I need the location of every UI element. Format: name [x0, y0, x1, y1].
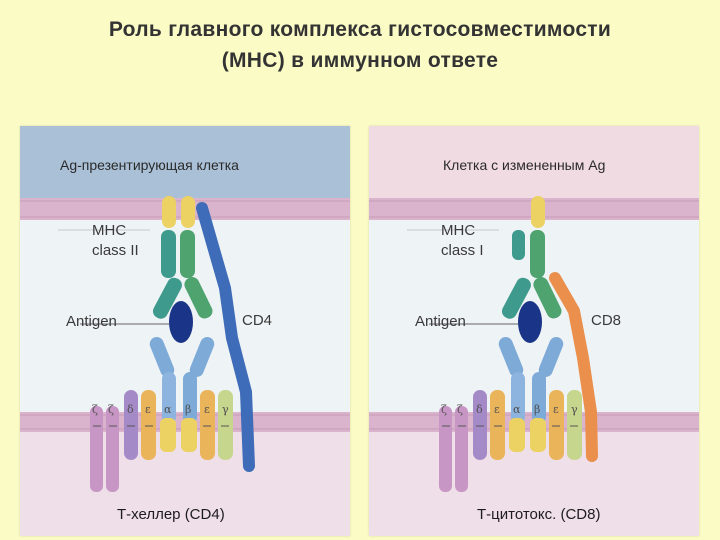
- cd3-gamma-chain: [567, 390, 582, 460]
- apc-cell-body: [20, 126, 350, 198]
- beta-chain-label: β: [185, 403, 192, 416]
- cytotoxic-t-cell-panel: Клетка с измененным Ag MHC class I Antig…: [369, 126, 699, 536]
- cd3-delta-chain: [124, 390, 138, 460]
- zeta-chain-1: [439, 406, 452, 492]
- zeta-chain-2-label: ζ: [457, 403, 463, 416]
- cd3-delta-chain: [473, 390, 487, 460]
- mhc2-alpha1-domain: [152, 277, 182, 319]
- cd3-epsilon-chain-1: [490, 390, 505, 460]
- epsilon-chain-1-label: ε: [145, 403, 151, 416]
- tcr-beta-tm: [530, 418, 546, 452]
- tcr-beta-c: [183, 372, 197, 424]
- t-cytotoxic-label: Т-цитотокс. (CD8): [477, 506, 601, 523]
- title-line-2: (МНС) в иммунном ответе: [221, 49, 499, 72]
- mhc2-beta1-domain: [184, 277, 213, 319]
- epsilon-chain-2-label: ε: [204, 403, 210, 416]
- zeta-chain-1-label: ζ: [92, 403, 98, 416]
- beta-chain-label: β: [534, 403, 541, 416]
- mhc1-diagram: [369, 126, 699, 536]
- delta-chain-label: δ: [476, 403, 483, 416]
- mhc2-diagram: [20, 126, 350, 536]
- tcr-beta-v: [189, 337, 215, 377]
- tcr-alpha-v: [498, 337, 524, 377]
- title-line-1: Роль главного комплекса гистосовместимос…: [108, 18, 612, 41]
- mhc-label-line-2: class II: [92, 242, 139, 259]
- mhc-label-line-1: MHC: [441, 222, 476, 239]
- zeta-chain-2-label: ζ: [108, 403, 114, 416]
- cd3-epsilon-chain-2: [200, 390, 215, 460]
- tcr-alpha-tm: [160, 418, 176, 452]
- mhc-label-line-2: class I: [441, 242, 484, 259]
- zeta-chain-2: [455, 406, 468, 492]
- t-helper-label: Т-хеллер (CD4): [117, 506, 225, 523]
- epsilon-chain-2-label: ε: [553, 403, 559, 416]
- mhc-class-label: MHC class II: [92, 221, 139, 261]
- tcr-beta-c: [532, 372, 546, 424]
- beta2-microglobulin: [512, 230, 525, 260]
- alpha-chain-label: α: [164, 403, 172, 416]
- zeta-chain-1-label: ζ: [441, 403, 447, 416]
- mhc1-alpha2-domain: [533, 277, 562, 319]
- tcr-alpha-c: [511, 372, 525, 424]
- cd8-coreceptor: [549, 272, 598, 462]
- target-cell-body: [369, 126, 699, 198]
- gamma-chain-label: γ: [222, 403, 229, 416]
- apc-cell-label: Ag-презентирующая клетка: [60, 157, 239, 173]
- mhc-label-line-1: MHC: [92, 222, 127, 239]
- tcr-alpha-v: [149, 337, 175, 377]
- cd4-label: CD4: [242, 312, 273, 329]
- mhc-beta-tm: [181, 196, 195, 228]
- delta-chain-label: δ: [127, 403, 134, 416]
- cd8-label: CD8: [591, 312, 622, 329]
- mhc1-tm: [531, 196, 545, 228]
- slide-title: Роль главного комплекса гистосовместимос…: [0, 14, 720, 76]
- tcr-beta-tm: [181, 418, 197, 452]
- mhc1-alpha3-domain: [530, 230, 545, 278]
- alpha-chain-label: α: [513, 403, 521, 416]
- antigen-label: Antigen: [415, 313, 466, 330]
- tcr-beta-v: [538, 337, 564, 377]
- cd3-epsilon-chain-1: [141, 390, 156, 460]
- epsilon-chain-1-label: ε: [494, 403, 500, 416]
- antigen-peptide: [518, 301, 542, 343]
- cd3-epsilon-chain-2: [549, 390, 564, 460]
- cd3-gamma-chain: [218, 390, 233, 460]
- cd4-coreceptor: [196, 202, 255, 472]
- mhc1-alpha1-domain: [501, 277, 531, 319]
- zeta-chain-2: [106, 406, 119, 492]
- antigen-label: Antigen: [66, 313, 117, 330]
- tcr-alpha-c: [162, 372, 176, 424]
- tcr-alpha-tm: [509, 418, 525, 452]
- gamma-chain-label: γ: [571, 403, 578, 416]
- zeta-chain-1: [90, 406, 103, 492]
- antigen-peptide: [169, 301, 193, 343]
- mhc-class-label: MHC class I: [441, 221, 484, 261]
- mhc2-alpha2-domain: [161, 230, 176, 278]
- mhc2-beta2-domain: [180, 230, 195, 278]
- target-cell-label: Клетка с измененным Ag: [443, 157, 606, 173]
- helper-t-cell-panel: Ag-презентирующая клетка MHC class II An…: [20, 126, 350, 536]
- mhc-alpha-tm-a: [162, 196, 176, 228]
